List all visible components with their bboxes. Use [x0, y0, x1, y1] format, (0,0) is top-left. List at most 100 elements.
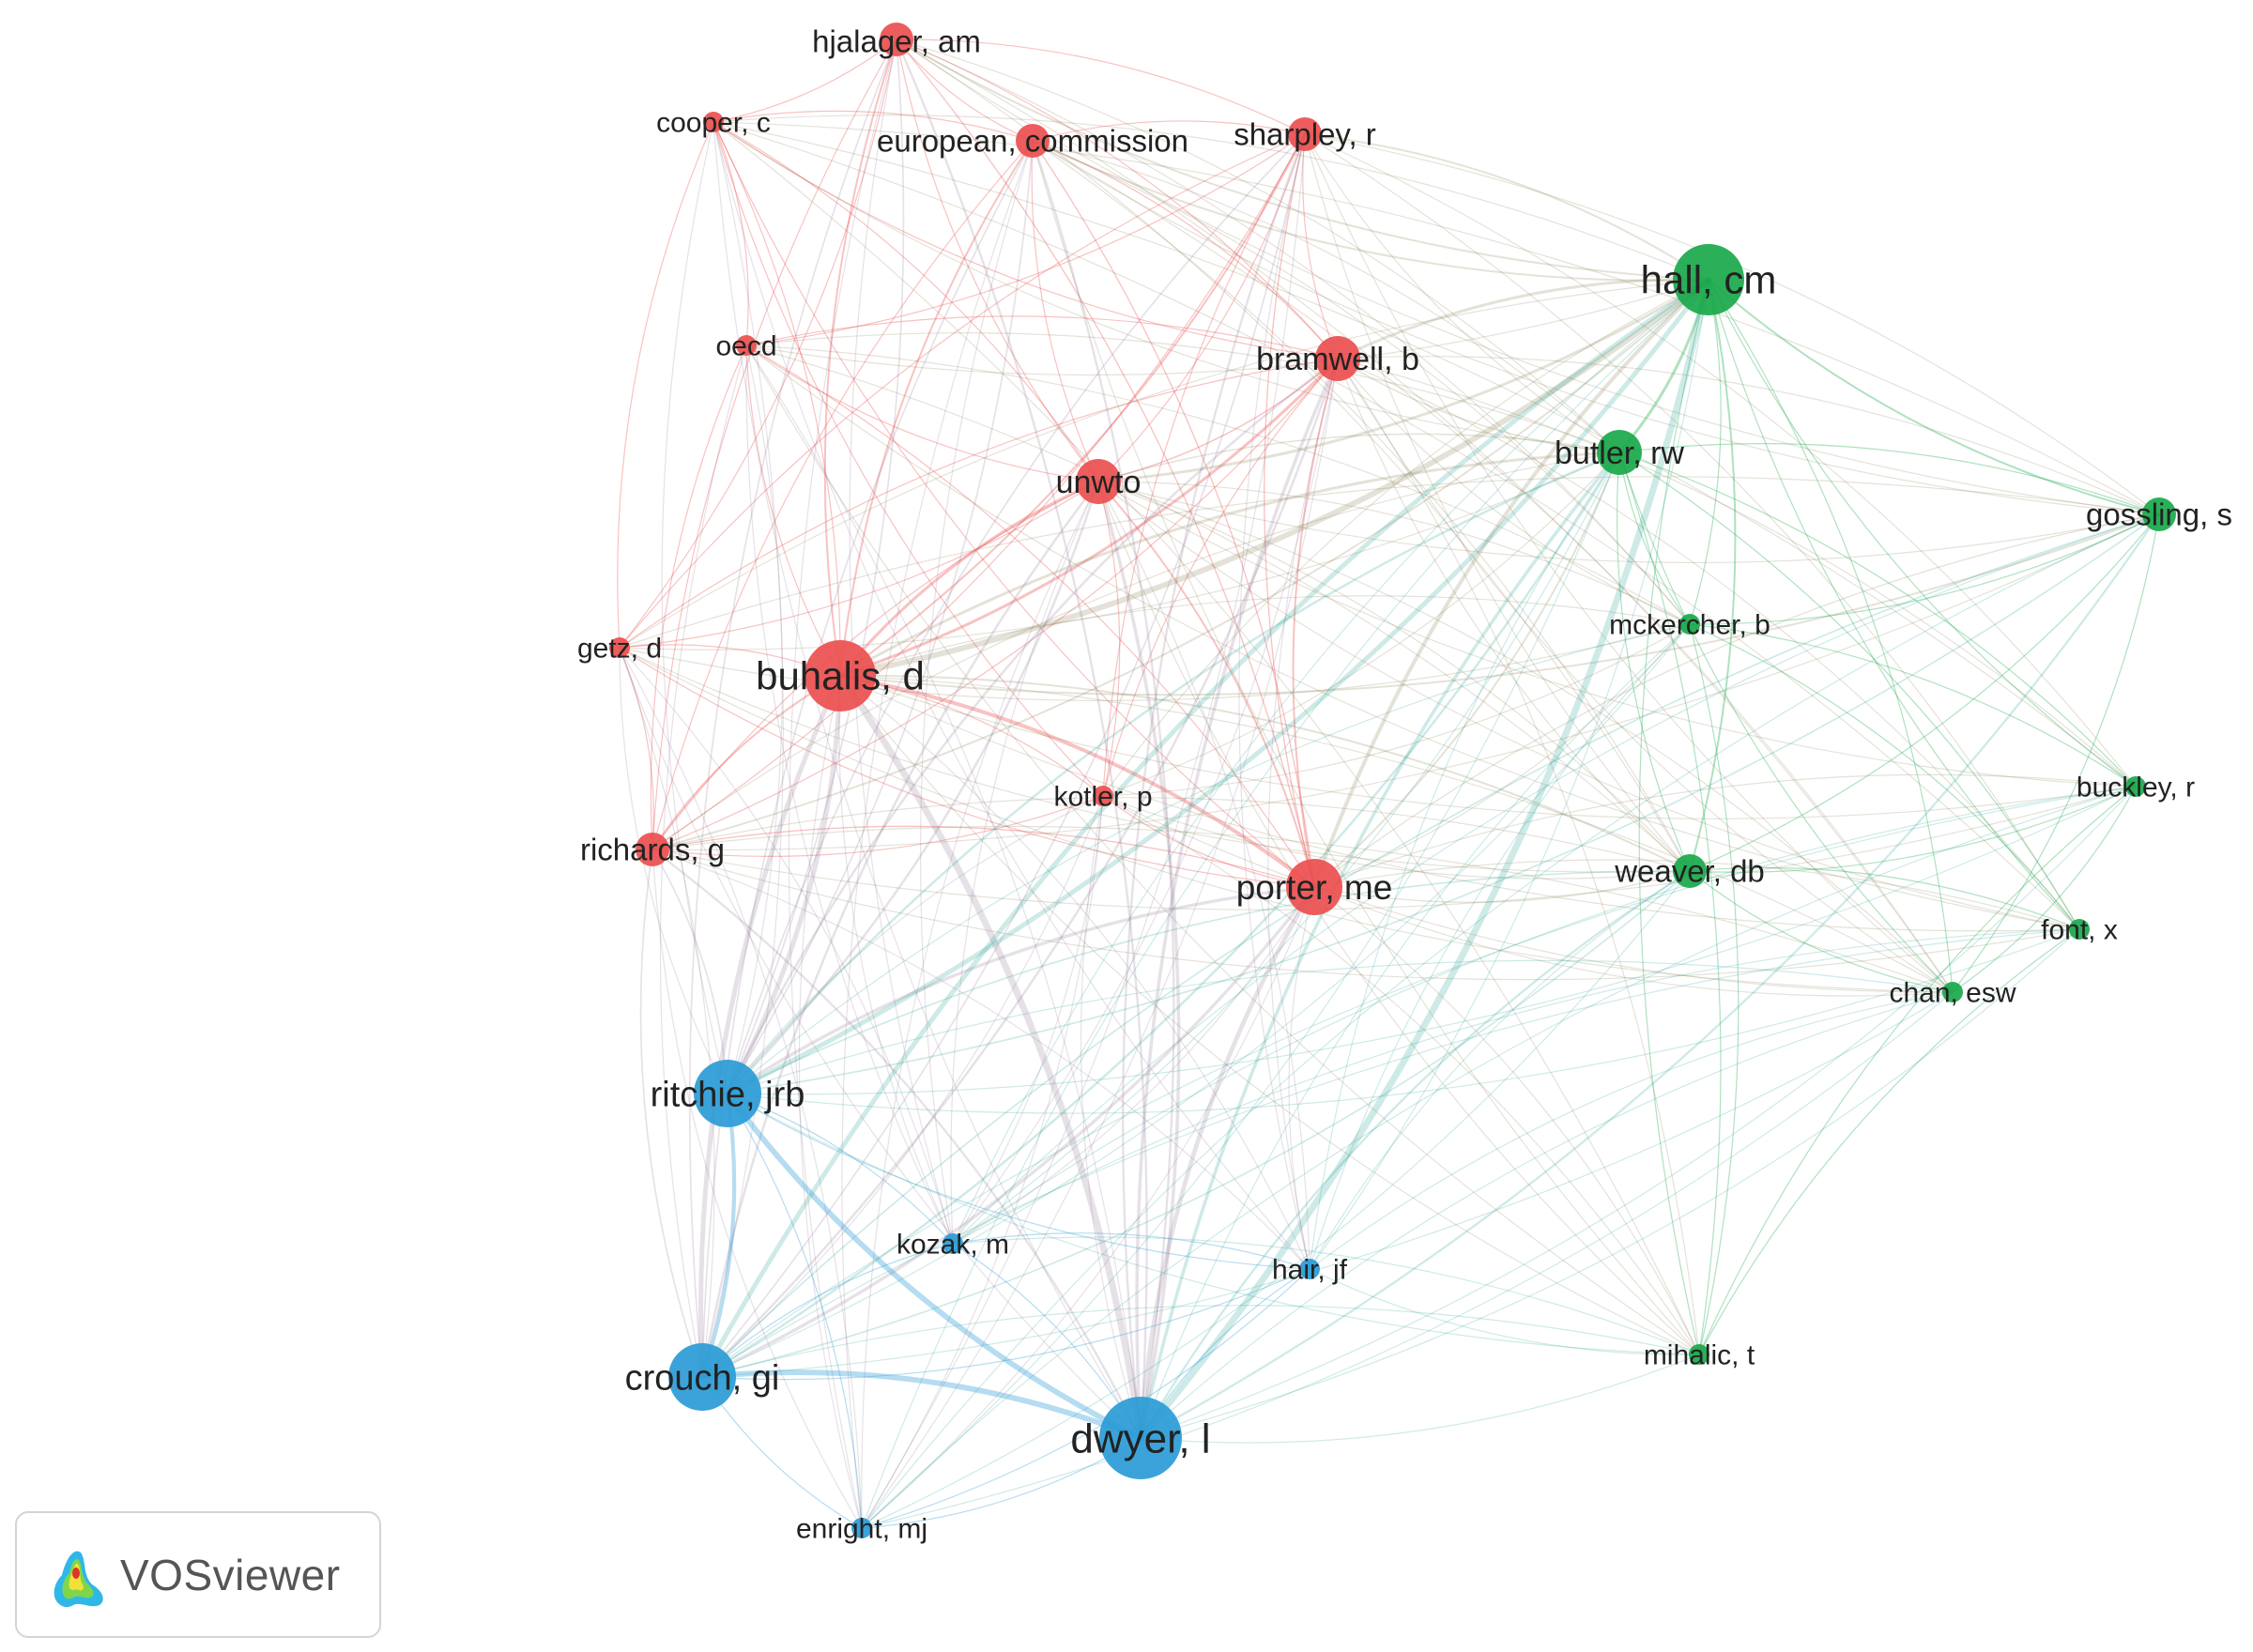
- node-label-bramwell[interactable]: bramwell, b: [1256, 342, 1419, 377]
- node-bramwell[interactable]: [1315, 336, 1360, 381]
- node-oecd[interactable]: [736, 335, 757, 356]
- edge-butler-mihalic: [1618, 451, 1722, 1355]
- node-label-hair[interactable]: hair, jf: [1272, 1255, 1348, 1286]
- node-label-kotler[interactable]: kotler, p: [1053, 782, 1152, 813]
- edge-porter-butler: [1313, 451, 1620, 888]
- edge-eurocomm-kozak: [920, 140, 1034, 1245]
- node-chan[interactable]: [1942, 982, 1963, 1002]
- edge-porter-kozak: [952, 886, 1315, 1245]
- node-label-unwto[interactable]: unwto: [1056, 465, 1142, 500]
- node-getz[interactable]: [609, 637, 630, 658]
- edge-getz-butler: [619, 451, 1620, 650]
- node-label-getz[interactable]: getz, d: [577, 634, 662, 665]
- edge-hall-font: [1708, 279, 2080, 930]
- node-label-kozak[interactable]: kozak, m: [897, 1230, 1009, 1261]
- edge-weaver-chan: [1689, 870, 1954, 993]
- node-richards[interactable]: [636, 833, 669, 866]
- node-hjalager[interactable]: [880, 23, 913, 56]
- edge-weaver-enright: [861, 870, 1691, 1529]
- edge-butler-mckercher: [1618, 451, 1691, 625]
- edge-butler-crouch: [700, 451, 1621, 1379]
- node-unwto[interactable]: [1076, 459, 1121, 504]
- edge-buhalis-mckercher: [839, 595, 1691, 677]
- node-kozak[interactable]: [943, 1233, 963, 1254]
- edge-cooper-hall: [713, 115, 1709, 281]
- edge-porter-mckercher: [1313, 623, 1691, 888]
- node-label-mckercher[interactable]: mckercher, b: [1609, 610, 1770, 641]
- edge-bramwell-butler: [1337, 358, 1620, 453]
- edge-chan-ritchie: [727, 959, 1954, 1094]
- edge-unwto-mihalic: [1097, 481, 1700, 1355]
- node-label-hjalager[interactable]: hjalager, am: [812, 24, 981, 59]
- edge-cooper-porter: [713, 121, 1315, 888]
- node-label-richards[interactable]: richards, g: [580, 833, 725, 867]
- node-label-oecd[interactable]: oecd: [715, 331, 776, 362]
- edge-bramwell-font: [1337, 358, 2080, 930]
- edge-gossling-crouch: [701, 513, 2160, 1378]
- node-butler[interactable]: [1597, 430, 1642, 475]
- node-dwyer[interactable]: [1099, 1397, 1182, 1479]
- edge-hjalager-crouch: [688, 38, 897, 1378]
- edge-buckley-chan: [1952, 786, 2137, 993]
- node-label-enright[interactable]: enright, mj: [796, 1514, 927, 1545]
- edge-mihalic-ritchie: [727, 1093, 1700, 1355]
- node-label-buhalis[interactable]: buhalis, d: [756, 654, 925, 698]
- node-hall[interactable]: [1673, 244, 1744, 315]
- edge-buckley-weaver: [1689, 786, 2137, 873]
- node-gossling[interactable]: [2142, 497, 2176, 531]
- edge-kotler-richards: [651, 795, 1104, 857]
- node-ritchie[interactable]: [694, 1060, 761, 1127]
- edge-mckercher-ritchie: [727, 623, 1691, 1094]
- vosviewer-label: VOSviewer: [120, 1550, 341, 1599]
- node-label-gossling[interactable]: gossling, s: [2086, 497, 2232, 532]
- node-cooper[interactable]: [703, 112, 724, 132]
- node-buckley[interactable]: [2125, 776, 2146, 797]
- node-weaver[interactable]: [1673, 854, 1707, 888]
- node-label-dwyer[interactable]: dwyer, l: [1070, 1415, 1210, 1461]
- edge-porter-weaver: [1313, 870, 1691, 903]
- node-label-hall[interactable]: hall, cm: [1641, 258, 1777, 302]
- node-sharpley[interactable]: [1288, 117, 1322, 151]
- node-crouch[interactable]: [668, 1343, 736, 1411]
- edge-buhalis-dwyer: [836, 672, 1144, 1442]
- node-label-cooper[interactable]: cooper, c: [656, 108, 771, 139]
- node-enright[interactable]: [851, 1518, 872, 1538]
- edge-kotler-enright: [861, 795, 1104, 1529]
- edge-unwto-buckley: [1097, 481, 2137, 788]
- edge-unwto-butler: [1097, 433, 1620, 482]
- edge-eurocomm-crouch: [701, 140, 1034, 1378]
- node-label-porter[interactable]: porter, me: [1236, 868, 1393, 907]
- node-mckercher[interactable]: [1679, 614, 1700, 635]
- edge-oecd-mihalic: [745, 344, 1700, 1355]
- edge-porter-buckley: [1313, 773, 2137, 888]
- edge-sharpley-buhalis: [839, 133, 1306, 677]
- edge-oecd-mckercher: [745, 344, 1691, 625]
- edge-mihalic-kozak: [952, 1236, 1700, 1355]
- edge-sharpley-hair: [1238, 133, 1310, 1270]
- edge-unwto-crouch: [700, 480, 1100, 1379]
- edge-richards-enright: [651, 849, 863, 1529]
- edge-hjalager-eurocomm: [896, 38, 1034, 142]
- node-hair[interactable]: [1299, 1259, 1320, 1279]
- node-label-mihalic[interactable]: mihalic, t: [1644, 1340, 1755, 1371]
- edge-butler-enright: [861, 451, 1620, 1529]
- node-label-butler[interactable]: butler, rw: [1555, 436, 1684, 471]
- node-label-chan[interactable]: chan, esw: [1889, 978, 2015, 1009]
- node-kotler[interactable]: [1093, 786, 1113, 806]
- node-label-sharpley[interactable]: sharpley, r: [1234, 117, 1376, 152]
- node-font[interactable]: [2069, 919, 2090, 940]
- node-label-ritchie[interactable]: ritchie, jrb: [651, 1075, 805, 1114]
- edge-font-dwyer: [1140, 928, 2080, 1439]
- edge-porter-gossling: [1313, 513, 2160, 888]
- node-label-font[interactable]: font, x: [2041, 915, 2118, 946]
- edge-buhalis-weaver: [839, 674, 1691, 872]
- node-label-buckley[interactable]: buckley, r: [2077, 772, 2195, 803]
- node-buhalis[interactable]: [805, 640, 876, 711]
- node-label-weaver[interactable]: weaver, db: [1614, 854, 1765, 889]
- node-label-eurocomm[interactable]: european, commission: [877, 124, 1188, 159]
- node-label-crouch[interactable]: crouch, gi: [625, 1358, 780, 1398]
- node-porter[interactable]: [1286, 859, 1342, 915]
- edge-buhalis-crouch: [698, 673, 843, 1380]
- node-eurocomm[interactable]: [1016, 124, 1050, 158]
- node-mihalic[interactable]: [1689, 1344, 1709, 1365]
